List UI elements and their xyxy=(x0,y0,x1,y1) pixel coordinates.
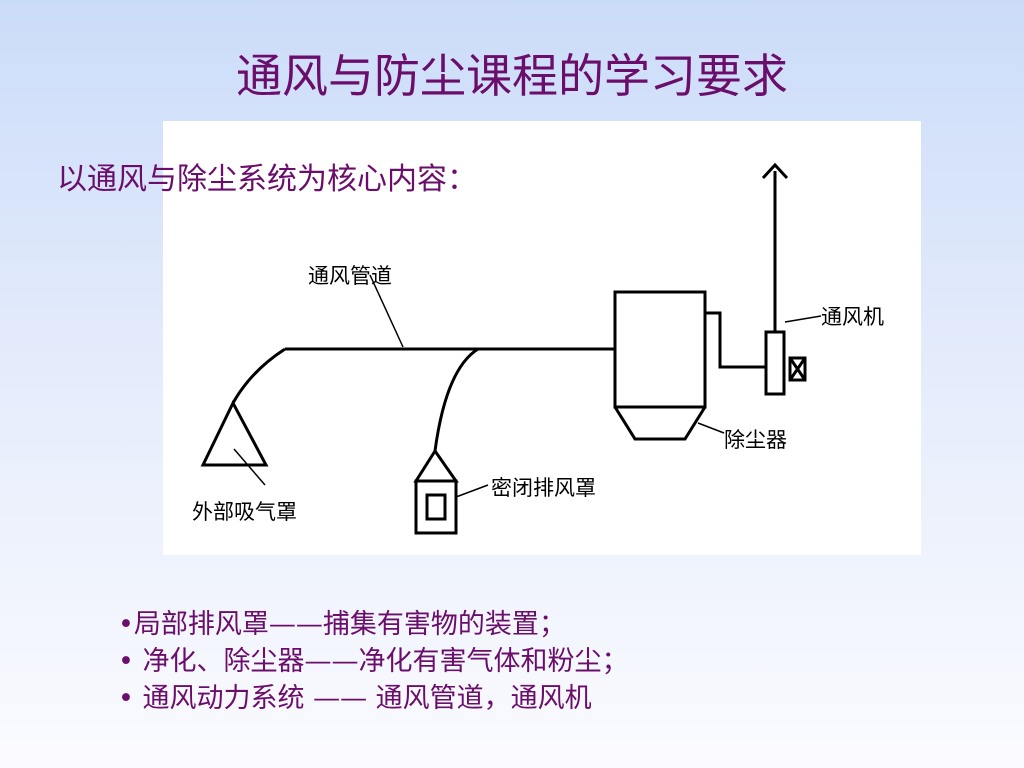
fan-body xyxy=(764,330,786,396)
diagram-drawing xyxy=(200,162,822,535)
dust-collector-hopper xyxy=(613,406,707,441)
branch-duct-external xyxy=(231,347,286,404)
bullet-list: •局部排风罩——捕集有害物的装置； • 净化、除尘器——净化有害气体和粉尘； •… xyxy=(118,606,629,717)
bullet-item: • 通风动力系统 —— 通风管道，通风机 xyxy=(118,683,592,714)
enclosed-hood-box xyxy=(414,479,458,535)
enclosed-hood-shape xyxy=(413,448,459,483)
subtitle: 以通风与除尘系统为核心内容： xyxy=(57,162,477,197)
leader-duct xyxy=(369,274,404,348)
fan-motor-cross xyxy=(788,357,807,381)
bullet-item: •局部排风罩——捕集有害物的装置； xyxy=(118,609,566,640)
enclosed-hood-window xyxy=(425,493,447,521)
collector-to-fan-duct xyxy=(705,311,766,369)
label-duct: 通风管道 xyxy=(308,264,392,288)
dust-collector-body xyxy=(613,290,707,409)
bullet-item: • 净化、除尘器——净化有害气体和粉尘； xyxy=(118,646,629,677)
ventilation-system-diagram: 通风管道 通风机 除尘器 密闭排风罩 外部吸气罩 xyxy=(163,121,921,555)
label-dust-collector: 除尘器 xyxy=(724,428,787,452)
slide-title: 通风与防尘课程的学习要求 xyxy=(236,49,788,103)
leader-enclosed-hood xyxy=(455,484,489,498)
label-enclosed-hood: 密闭排风罩 xyxy=(491,476,596,500)
leader-external-hood xyxy=(233,448,266,486)
external-hood-shape xyxy=(200,399,269,467)
fan-motor xyxy=(788,356,807,382)
branch-duct-enclosed xyxy=(433,347,479,452)
label-external-hood: 外部吸气罩 xyxy=(192,500,297,524)
exhaust-arrow xyxy=(761,162,789,180)
leader-collector xyxy=(697,422,725,434)
leader-fan xyxy=(784,315,822,323)
label-fan: 通风机 xyxy=(821,305,884,329)
